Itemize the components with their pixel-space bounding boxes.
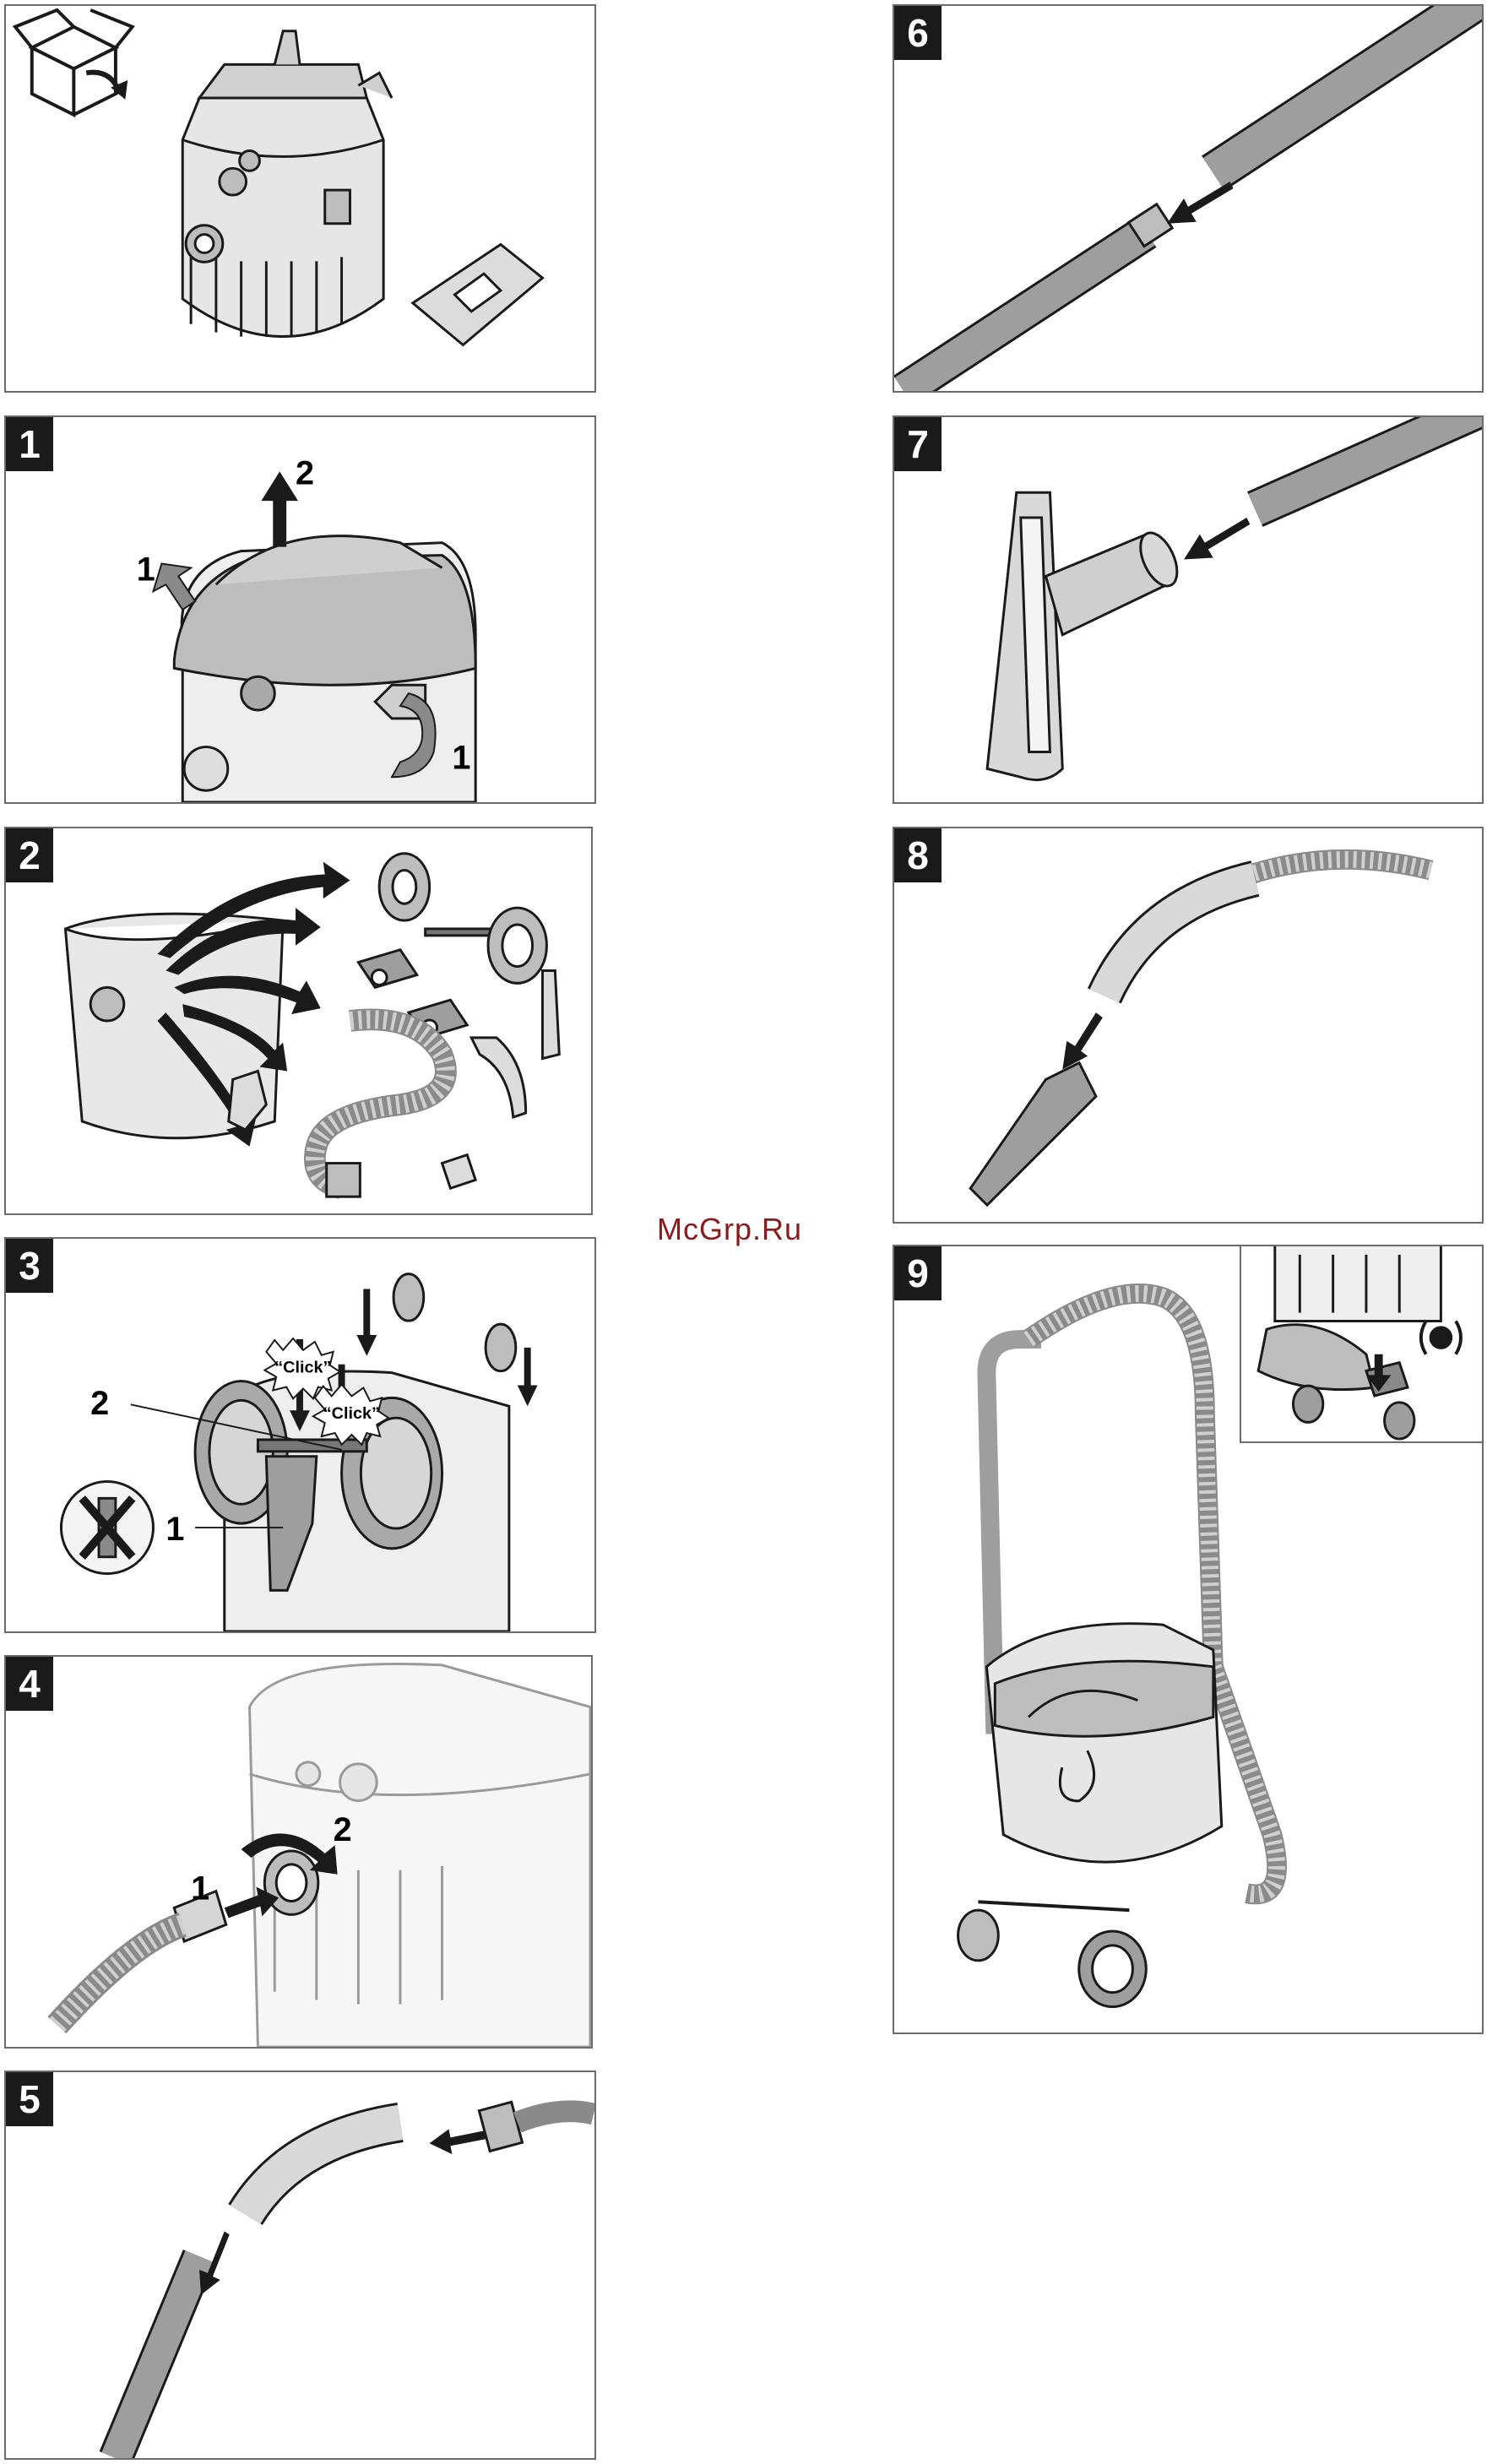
tube-icon	[116, 2102, 594, 2458]
callout-push: 1	[191, 1870, 209, 1908]
crevice-nozzle-icon	[970, 1063, 1096, 1206]
lift-up-arrow-icon	[261, 471, 298, 546]
panel-step-6: 6	[893, 4, 1484, 393]
illustration-step-3: 2 1 “Click” “Click”	[6, 1239, 594, 1631]
bracket-part-icon	[413, 245, 543, 345]
panel-step-5: 5	[4, 2071, 596, 2460]
illustration-step-2	[6, 828, 591, 1213]
insert-arrow-icon	[1167, 182, 1233, 224]
panel-unboxing	[4, 4, 596, 393]
illustration-step-6	[894, 6, 1482, 391]
illustration-step-7	[894, 417, 1482, 802]
click-sound-1: “Click”	[274, 1359, 331, 1377]
illustration-step-5	[6, 2072, 594, 2458]
callout-release: 1	[137, 551, 155, 588]
panel-step-7: 7	[893, 415, 1484, 804]
callout-axle: 2	[90, 1385, 109, 1422]
panel-step-2: 2	[4, 827, 593, 1215]
watermark-text: McGrp.Ru	[657, 1212, 802, 1247]
callout-lift: 2	[296, 454, 314, 491]
castor-wheel-icon	[393, 1274, 516, 1371]
box-icon	[15, 10, 133, 115]
panel-step-8: 8	[893, 827, 1484, 1224]
insert-arrow-icon	[1184, 518, 1250, 560]
panel-step-3: 3 2 1	[4, 1237, 596, 1633]
panel-step-1: 1 1 2 1	[4, 415, 596, 804]
no-screw-icon	[61, 1482, 153, 1574]
hose-icon	[315, 1019, 446, 1197]
insert-arrow-icon	[1062, 1012, 1103, 1069]
brake-lock-icon	[1421, 1321, 1461, 1354]
vacuum-cleaner-icon	[182, 31, 392, 337]
illustration-step-4: 1 2	[6, 1657, 591, 2047]
panel-step-9: 9	[893, 1245, 1484, 2034]
assembled-vacuum-icon	[958, 1294, 1278, 2007]
illustration-step-8	[894, 828, 1482, 1222]
callout-bracket: 1	[166, 1511, 184, 1548]
illustration-step-1: 1 2 1	[6, 417, 594, 802]
release-arrow-icon	[154, 563, 196, 610]
inset-brake-pedal	[1240, 1245, 1484, 1443]
illustration-unboxing	[6, 6, 594, 391]
callout-rotate: 1	[452, 739, 470, 776]
click-sound-2: “Click”	[323, 1404, 380, 1423]
illustration-brake	[1241, 1246, 1484, 1441]
callout-twist: 2	[334, 1811, 352, 1848]
panel-step-4: 4 1 2	[4, 1655, 593, 2049]
floor-nozzle-icon	[987, 492, 1185, 779]
